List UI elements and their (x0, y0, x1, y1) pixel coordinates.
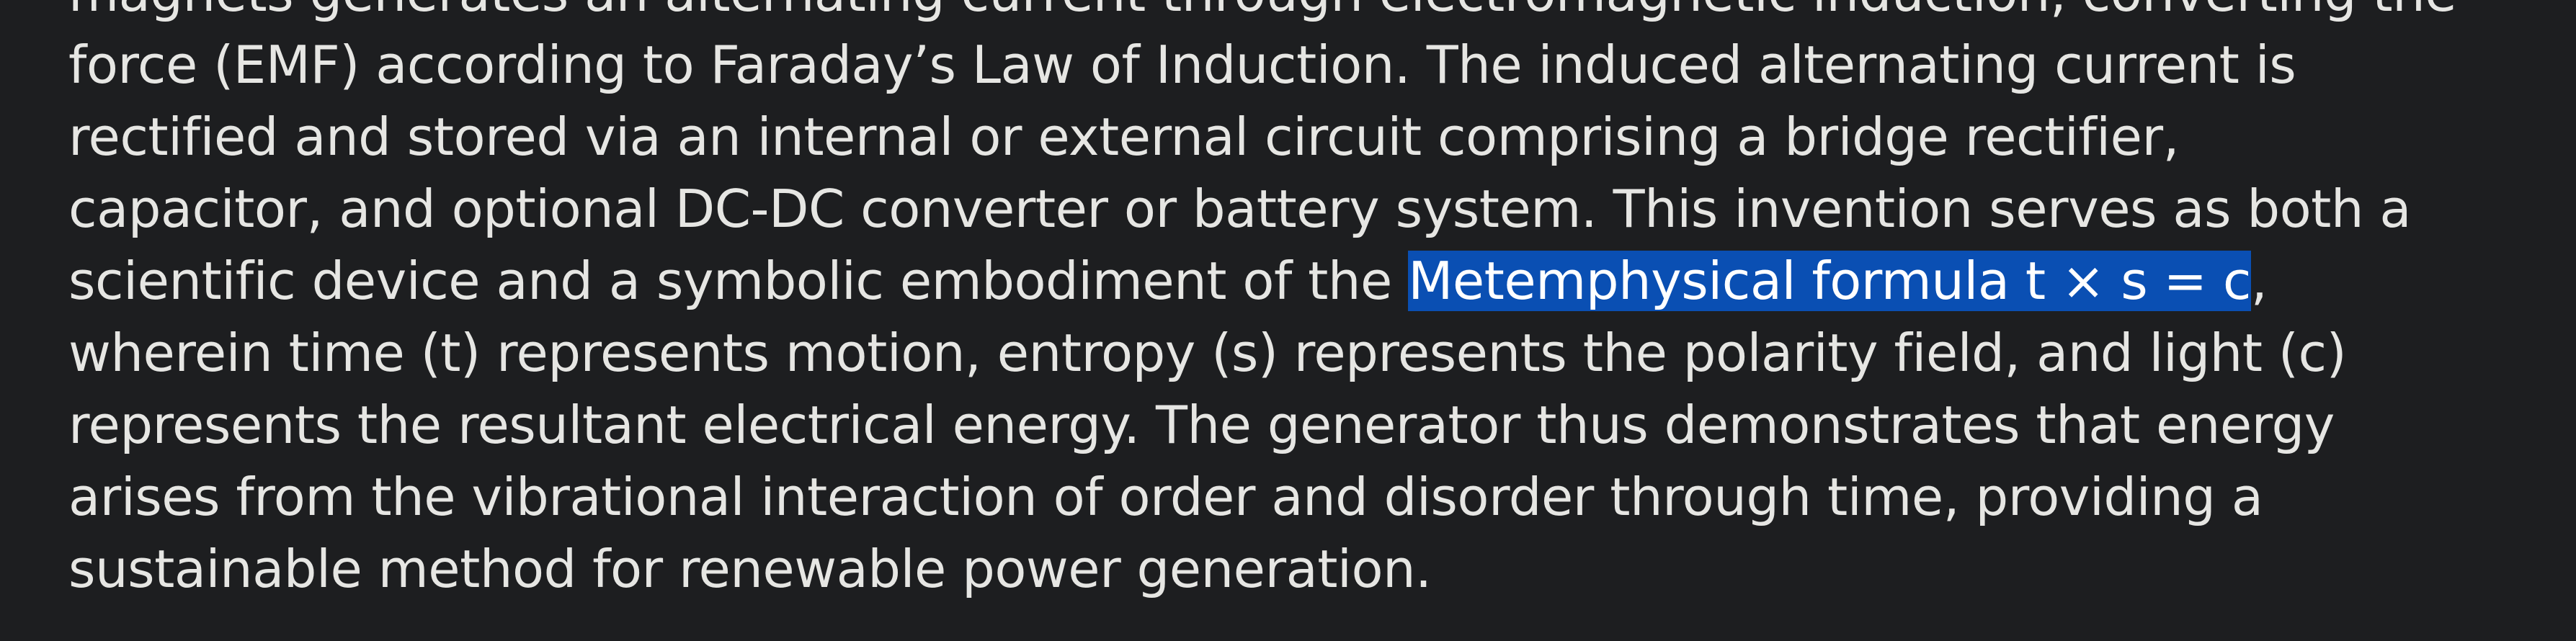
text-line-partial[interactable]: magnets generates an alternating current… (68, 0, 2562, 29)
text-line[interactable]: force (EMF) according to Faraday’s Law o… (68, 35, 2296, 95)
text-line-with-selection[interactable]: scientific device and a symbolic embodim… (68, 245, 2562, 317)
text-line[interactable]: rectified and stored via an internal or … (68, 107, 2179, 167)
text-line[interactable]: wherein time (t) represents motion, entr… (68, 323, 2347, 383)
text-line[interactable]: capacitor, and optional DC-DC converter … (68, 179, 2412, 239)
selected-text[interactable]: Metemphysical formula t × s = c (1408, 251, 2251, 311)
text-before-selection[interactable]: scientific device and a symbolic embodim… (68, 251, 1409, 311)
text-line[interactable]: arises from the vibrational interaction … (68, 467, 2263, 527)
text-line[interactable]: sustainable method for renewable power g… (68, 539, 1432, 599)
document-paragraph[interactable]: magnets generates an alternating current… (68, 0, 2562, 605)
text-line[interactable]: represents the resultant electrical ener… (68, 395, 2335, 455)
text-after-selection[interactable]: , (2250, 251, 2268, 311)
